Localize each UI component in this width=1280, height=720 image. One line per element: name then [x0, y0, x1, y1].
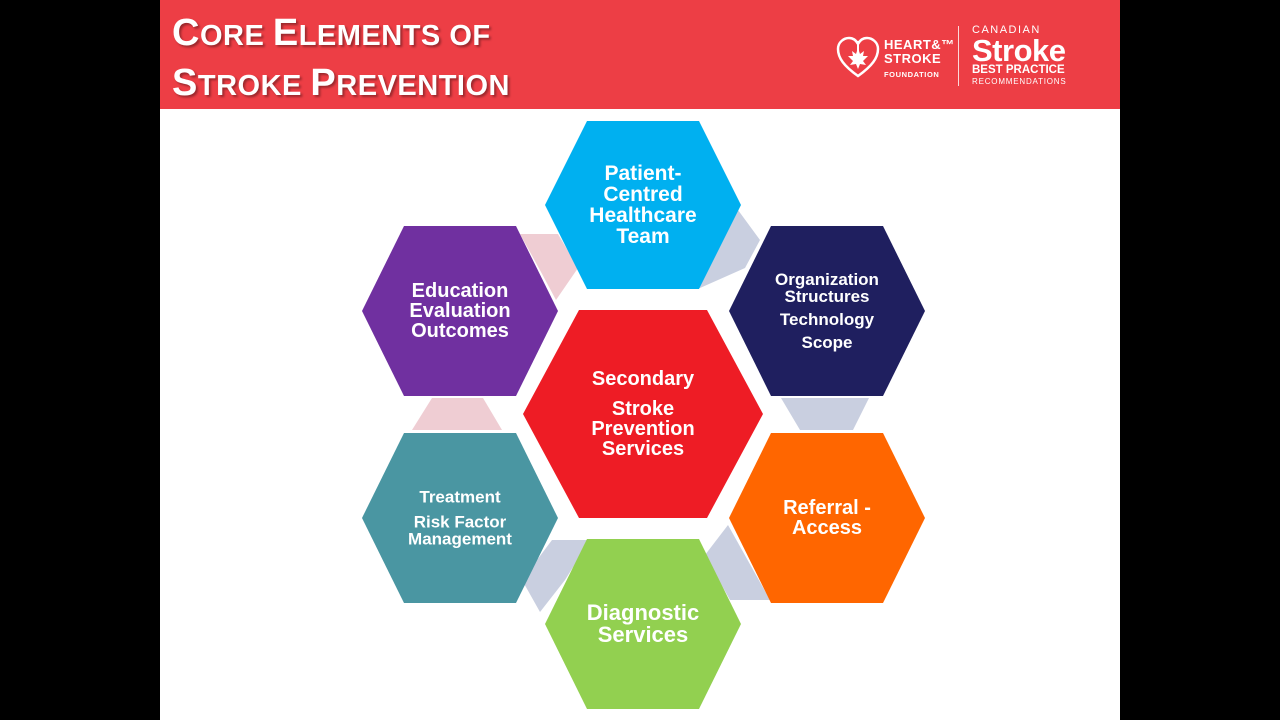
label-line: Secondary [591, 368, 695, 390]
label-line: Access [791, 517, 863, 539]
csbp-stroke-label: Stroke [972, 33, 1066, 68]
hexagon-secondary-prevention-services [523, 310, 763, 518]
hexagon-diagram [362, 121, 925, 709]
connector-treatment-education [412, 398, 502, 430]
hexagon-patient-centred-team [545, 121, 741, 289]
header-bar: Core Elements of Stroke Prevention HEART… [160, 0, 1120, 109]
label-line: Technology [779, 310, 875, 329]
slide: Core Elements of Stroke Prevention HEART… [160, 0, 1120, 720]
connector-diagnostic-treatment [522, 540, 590, 612]
heart-stroke-foundation-label: FOUNDATION [884, 70, 940, 79]
label-line: Diagnostic [586, 600, 700, 625]
label-line: Organization [775, 270, 879, 289]
label-line: Centred [603, 183, 683, 206]
logo-group: HEART&™ STROKE FOUNDATION CANADIAN Strok… [836, 22, 1076, 88]
label-line: Treatment [419, 487, 501, 507]
slide-title-line-1: Core Elements of [172, 12, 491, 54]
csbp-best-practice-label: BEST PRACTICE [972, 64, 1065, 76]
label-line: Management [408, 529, 512, 549]
hexagon-referral-access-label: Referral -Access [783, 498, 871, 538]
logo-divider [958, 26, 959, 86]
label-line: Team [616, 225, 670, 248]
label-line: Services [597, 622, 689, 647]
heart-and-stroke-logo-icon [836, 36, 880, 78]
connector-referral-diagnostic [705, 525, 770, 600]
hexagon-education-evaluation [362, 226, 558, 396]
label-line: Healthcare [589, 204, 697, 227]
label-line: Education [411, 280, 509, 302]
hexagon-organization-structures [729, 226, 925, 396]
label-line: Outcomes [411, 320, 509, 342]
hexagon-diagnostic-services [545, 539, 741, 709]
label-line: Risk Factor [413, 512, 507, 532]
csbp-recommendations-label: RECOMMENDATIONS [972, 77, 1067, 86]
label-line: Referral - [783, 497, 871, 519]
heart-stroke-name-line-2: STROKE [884, 51, 942, 66]
slide-title-line-2: Stroke Prevention [172, 62, 510, 104]
hexagon-referral-access [729, 433, 925, 603]
hexagon-treatment-risk-factor [362, 433, 558, 603]
connector-education-team [520, 234, 578, 300]
label-line: Services [601, 438, 685, 460]
label-line: Prevention [591, 418, 695, 440]
label-line: Structures [784, 287, 870, 306]
connector-organization-referral [781, 398, 869, 430]
label-line: Patient- [604, 162, 682, 185]
label-line: Evaluation [409, 300, 511, 322]
heart-stroke-name-line-1: HEART&™ [884, 37, 955, 52]
label-line: Scope [801, 333, 853, 352]
csbp-canadian-label: CANADIAN [972, 24, 1041, 36]
label-line: Stroke [611, 398, 675, 420]
